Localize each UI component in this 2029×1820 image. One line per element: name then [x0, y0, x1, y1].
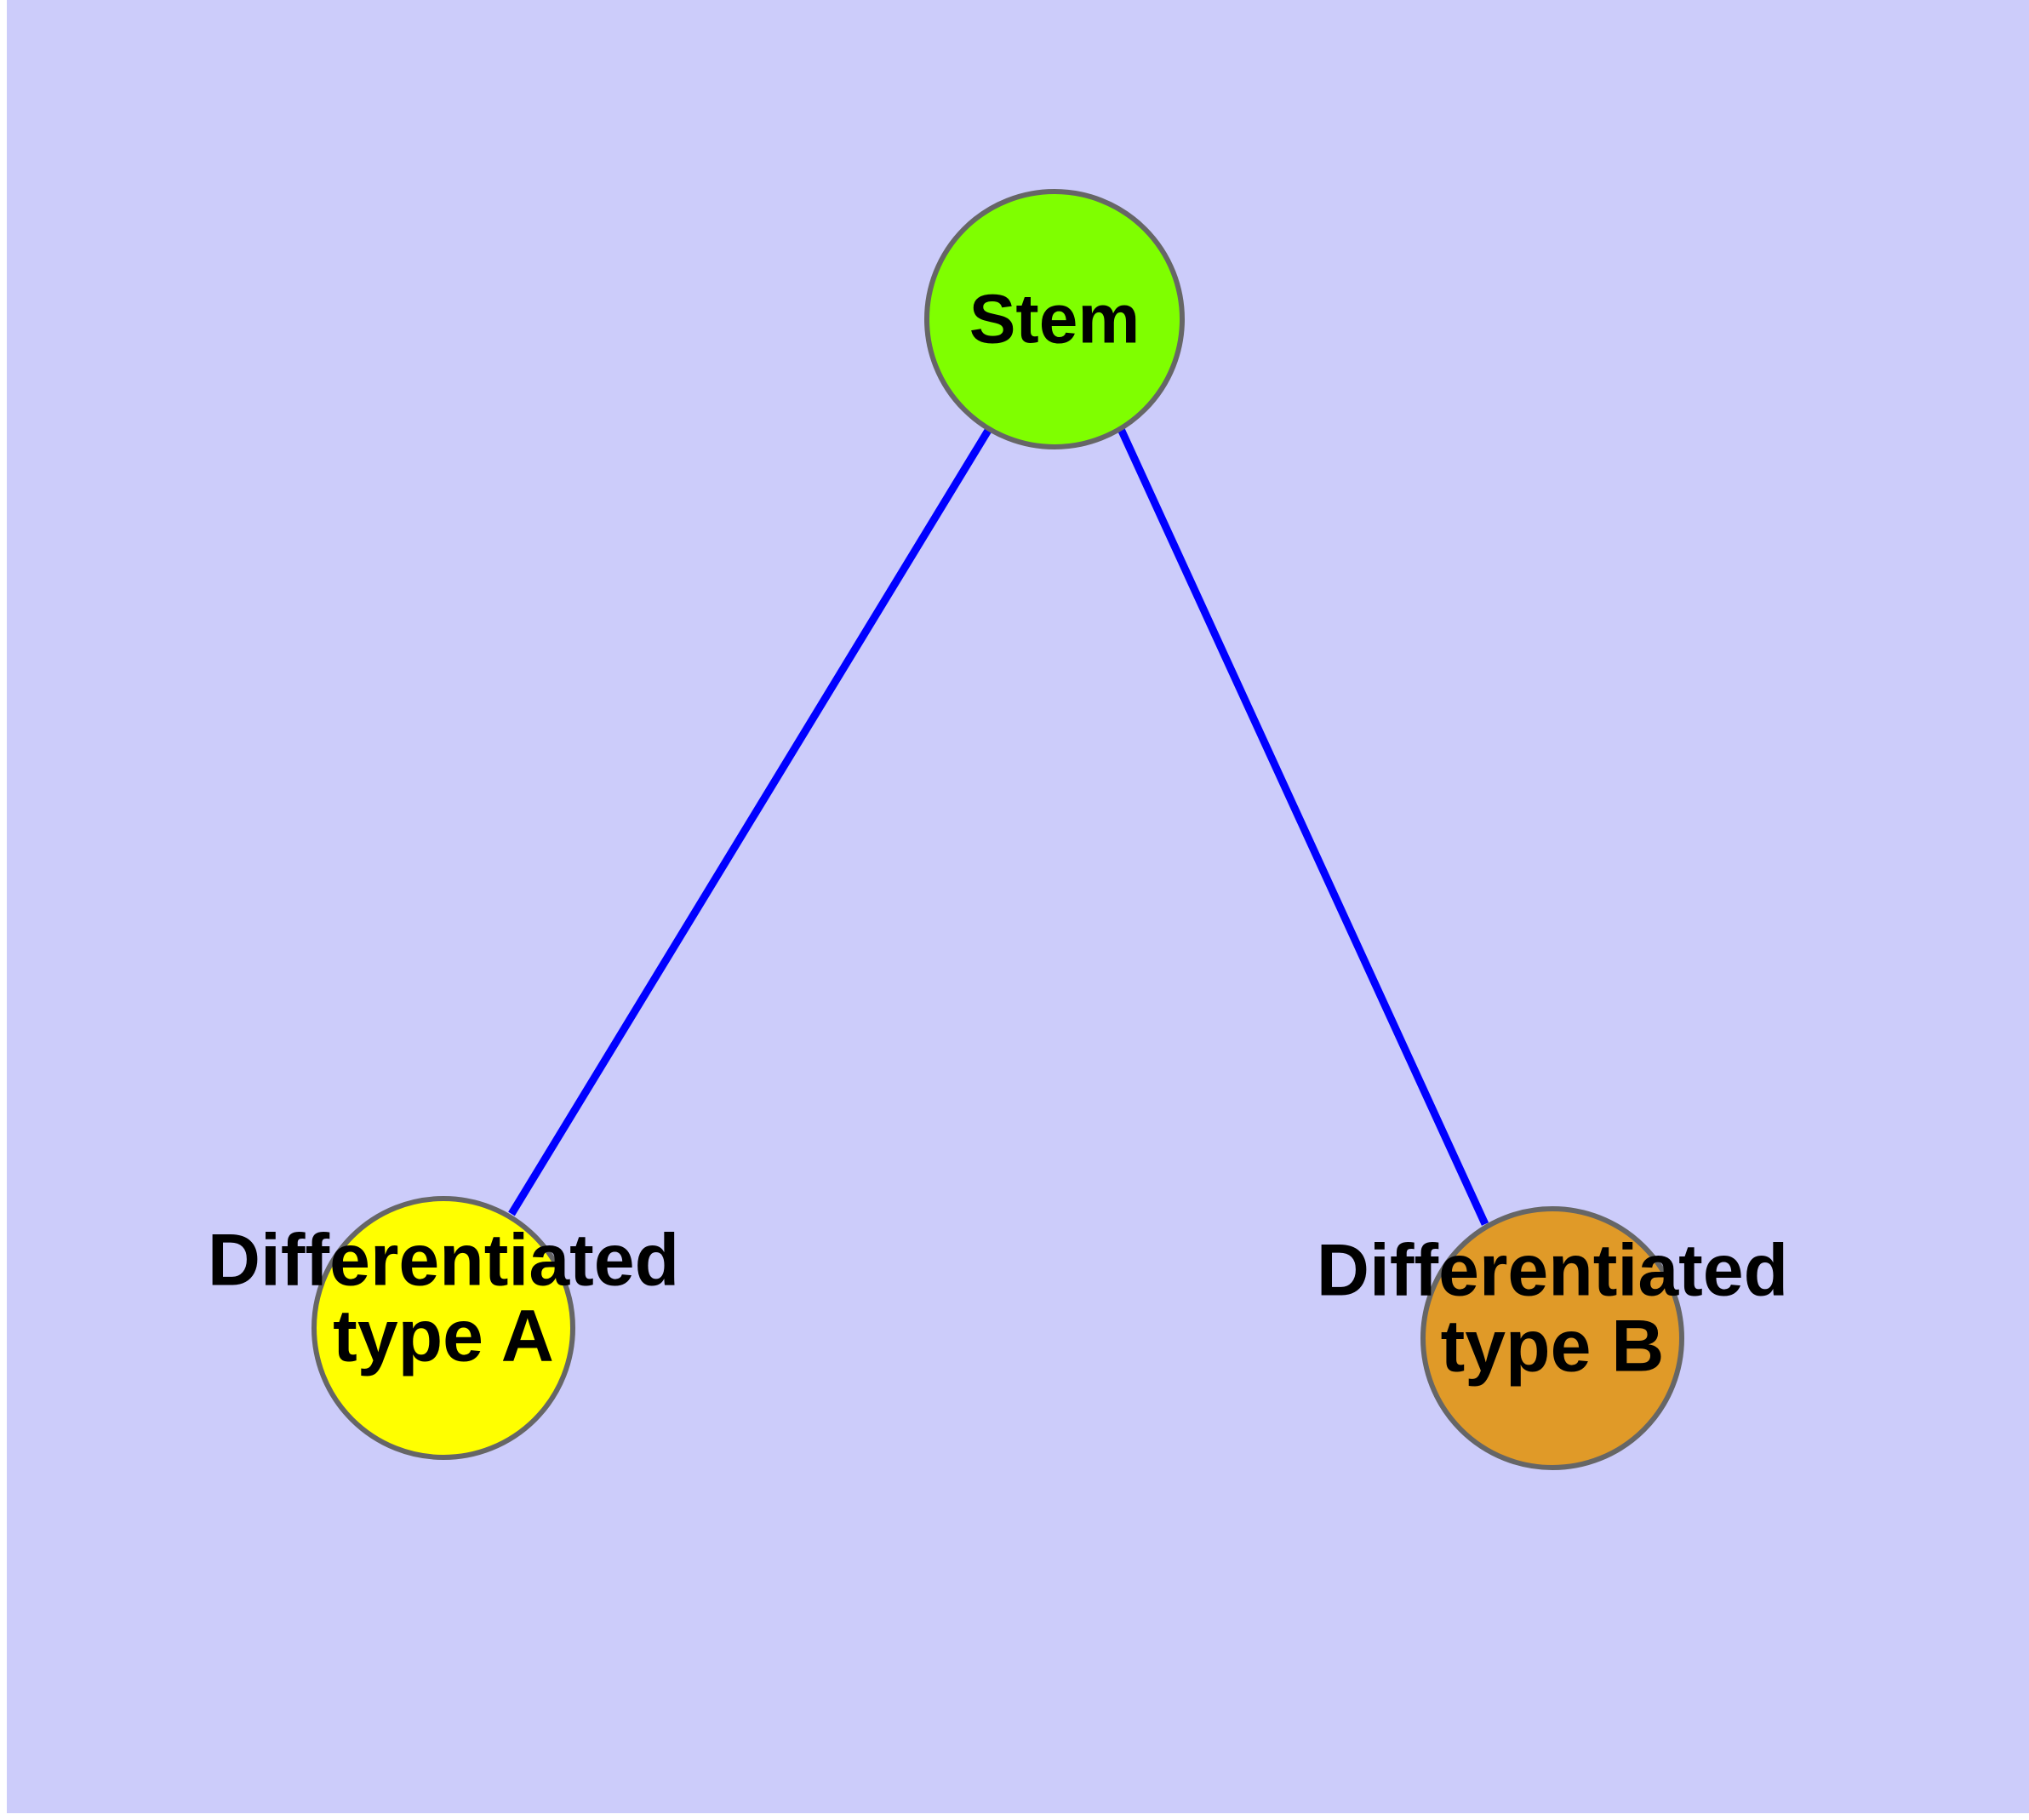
edge-stem-to-differentiated-type-b	[1117, 427, 1489, 1226]
node-stem[interactable]	[924, 189, 1185, 449]
edge-layer	[508, 426, 1489, 1226]
node-differentiated-type-b[interactable]	[1420, 1206, 1684, 1470]
node-layer	[311, 189, 1684, 1470]
edge-stem-to-differentiated-type-a	[508, 426, 992, 1216]
node-differentiated-type-a[interactable]	[311, 1196, 575, 1460]
